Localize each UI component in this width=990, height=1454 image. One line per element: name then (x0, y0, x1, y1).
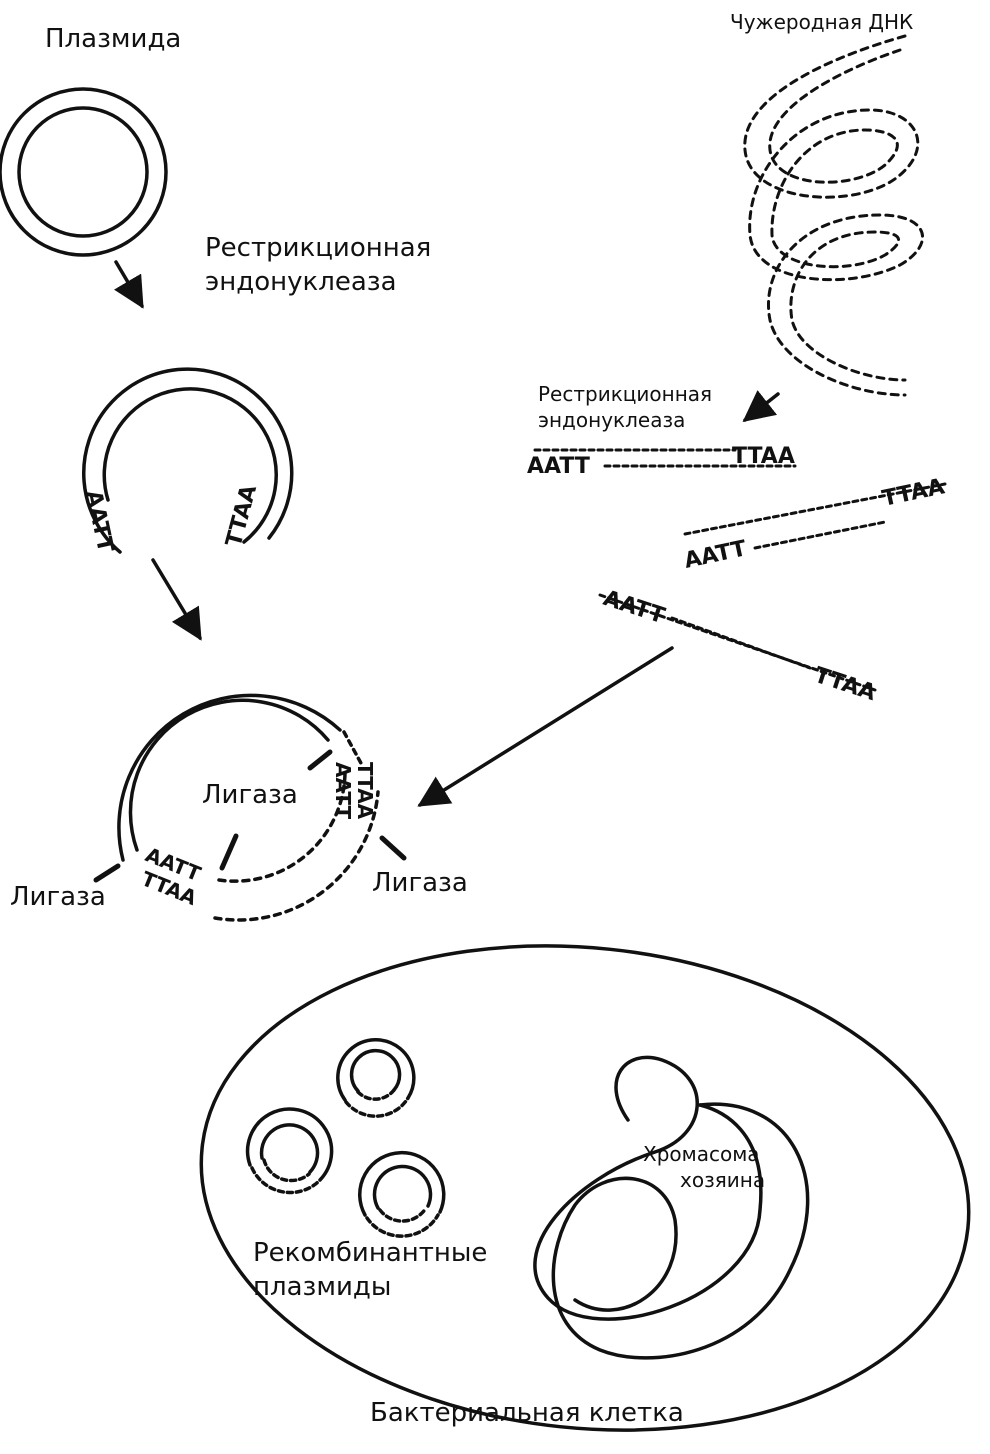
recombinant-plasmid (117, 693, 380, 922)
cut-right-ttaa: TTAA (222, 482, 262, 549)
label-plasmid: Плазмида (45, 24, 182, 54)
label-ligase-inner: Лигаза (202, 780, 298, 810)
label-recombinant-2: плазмиды (253, 1272, 392, 1302)
bacterial-cell-outline (199, 944, 971, 1432)
label-recombinant-1: Рекомбинантные (253, 1238, 488, 1268)
label-chromosome-2: хозяина (680, 1168, 766, 1192)
arrow-to-cut (114, 260, 144, 309)
dna-fragment-2 (683, 482, 947, 550)
arrow-to-recombinant (151, 558, 202, 641)
label-ligase-left: Лигаза (10, 882, 106, 912)
recombinant-plasmid-small-3 (357, 1150, 446, 1238)
fragment-1-aatt: AATT (527, 454, 590, 479)
fragment-1-ttaa: TTAA (732, 444, 795, 469)
label-restriction-1: Рестрикционная (205, 233, 432, 263)
dna-fragment-1 (533, 448, 797, 468)
fragment-2-ttaa: TTAA (880, 474, 947, 512)
label-bacterial-cell: Бактериальная клетка (370, 1398, 684, 1428)
label-chromosome-1: Хромасома (643, 1142, 760, 1166)
dna-fragment-3 (598, 593, 877, 692)
insert-right-ttaa: TTAA (353, 762, 377, 820)
label-restriction-small-1: Рестрикционная (538, 382, 713, 406)
host-chromosome (533, 1055, 810, 1360)
fragment-2-aatt: AATT (682, 536, 749, 574)
label-ligase-right: Лигаза (372, 868, 468, 898)
label-restriction-2: эндонуклеаза (205, 267, 397, 297)
recombinant-plasmid-small-2 (245, 1107, 334, 1195)
fragment-3-aatt: AATT (600, 586, 668, 629)
ligase-pointer-inner-bottom (219, 833, 239, 871)
ligase-pointer-inner-top (307, 749, 333, 771)
fragment-3-ttaa: TTAA (811, 663, 879, 706)
cut-left-aatt: AATT (80, 488, 118, 555)
insert-right-aatt: AATT (331, 762, 355, 820)
plasmid-ring (0, 87, 168, 257)
arrow-to-insertion (417, 646, 674, 807)
recombinant-plasmid-small-1 (336, 1038, 416, 1118)
ligase-pointer-right (379, 835, 407, 861)
label-restriction-small-2: эндонуклеаза (538, 408, 686, 432)
cut-plasmid (82, 367, 294, 554)
arrow-to-fragment (742, 390, 780, 422)
foreign-dna-coil (743, 34, 924, 397)
ligase-pointer-left (93, 863, 121, 883)
label-foreign-dna: Чужеродная ДНК (730, 10, 914, 34)
